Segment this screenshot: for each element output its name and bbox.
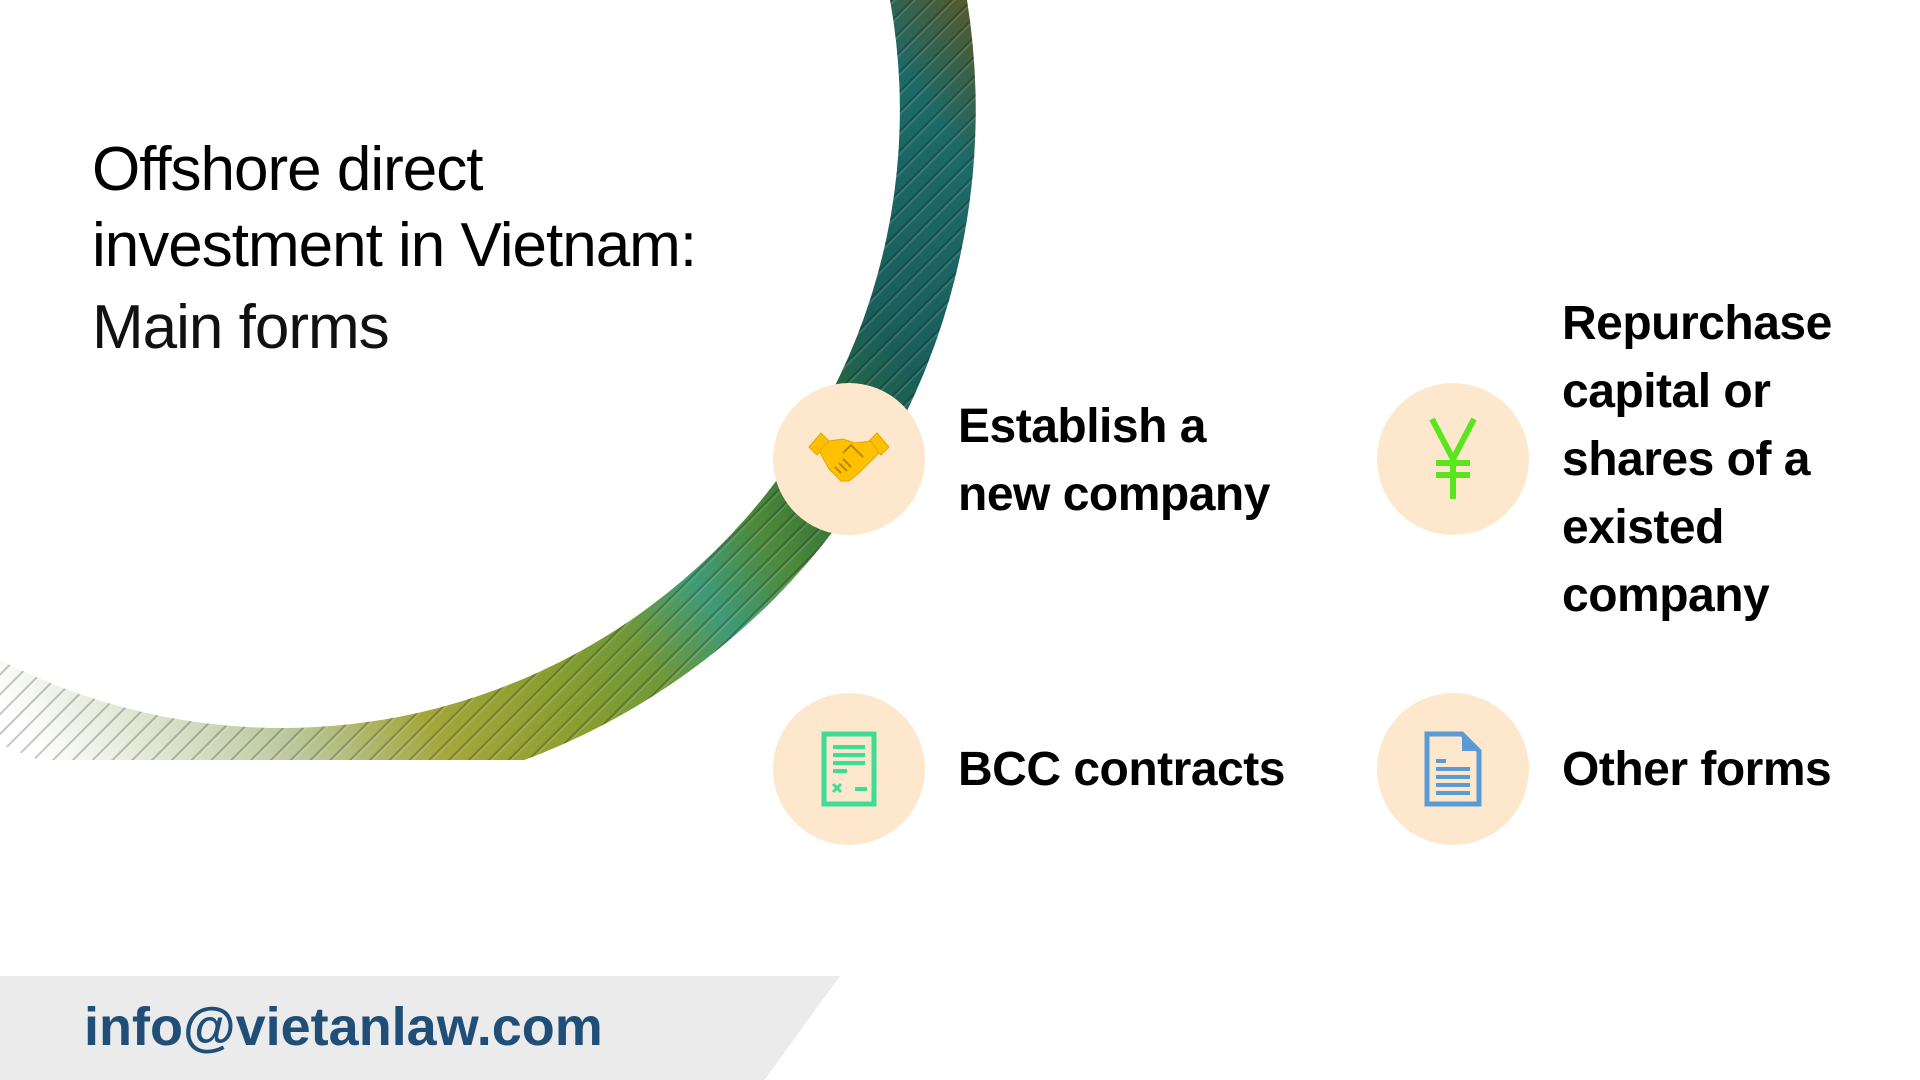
- handshake-icon: [808, 432, 890, 482]
- form-label-repurchase: Repurchase capital or shares of a existe…: [1562, 290, 1832, 630]
- form-label-establish: Establish a new company: [958, 393, 1270, 529]
- decorative-ring: [0, 0, 976, 760]
- label-line: shares of a: [1562, 433, 1810, 486]
- ring-texture: [0, 0, 976, 760]
- label-line: capital or: [1562, 365, 1771, 418]
- yen-icon: [1429, 417, 1477, 499]
- contact-email[interactable]: info@vietanlaw.com: [84, 997, 603, 1057]
- handshake-bubble: [773, 383, 925, 535]
- form-label-other: Other forms: [1562, 743, 1832, 796]
- yen-bubble: [1377, 383, 1529, 535]
- slide-title: Offshore direct investment in Vietnam: M…: [92, 132, 697, 366]
- label-line: existed: [1562, 501, 1724, 554]
- label-line: Establish a: [958, 400, 1206, 453]
- label-line: new company: [958, 468, 1270, 521]
- contract-icon: [821, 731, 877, 807]
- form-label-bcc: BCC contracts: [958, 743, 1285, 796]
- title-line-1: Offshore direct: [92, 135, 483, 204]
- label-line: Repurchase: [1562, 297, 1832, 350]
- label-line: company: [1562, 569, 1770, 622]
- contract-bubble: [773, 693, 925, 845]
- document-icon: [1424, 731, 1482, 807]
- footer-band: [0, 976, 840, 1080]
- ring-arc: [0, 0, 976, 760]
- slide-subtitle: Main forms: [92, 293, 390, 362]
- document-bubble: [1377, 693, 1529, 845]
- title-line-2: investment in Vietnam:: [92, 211, 697, 280]
